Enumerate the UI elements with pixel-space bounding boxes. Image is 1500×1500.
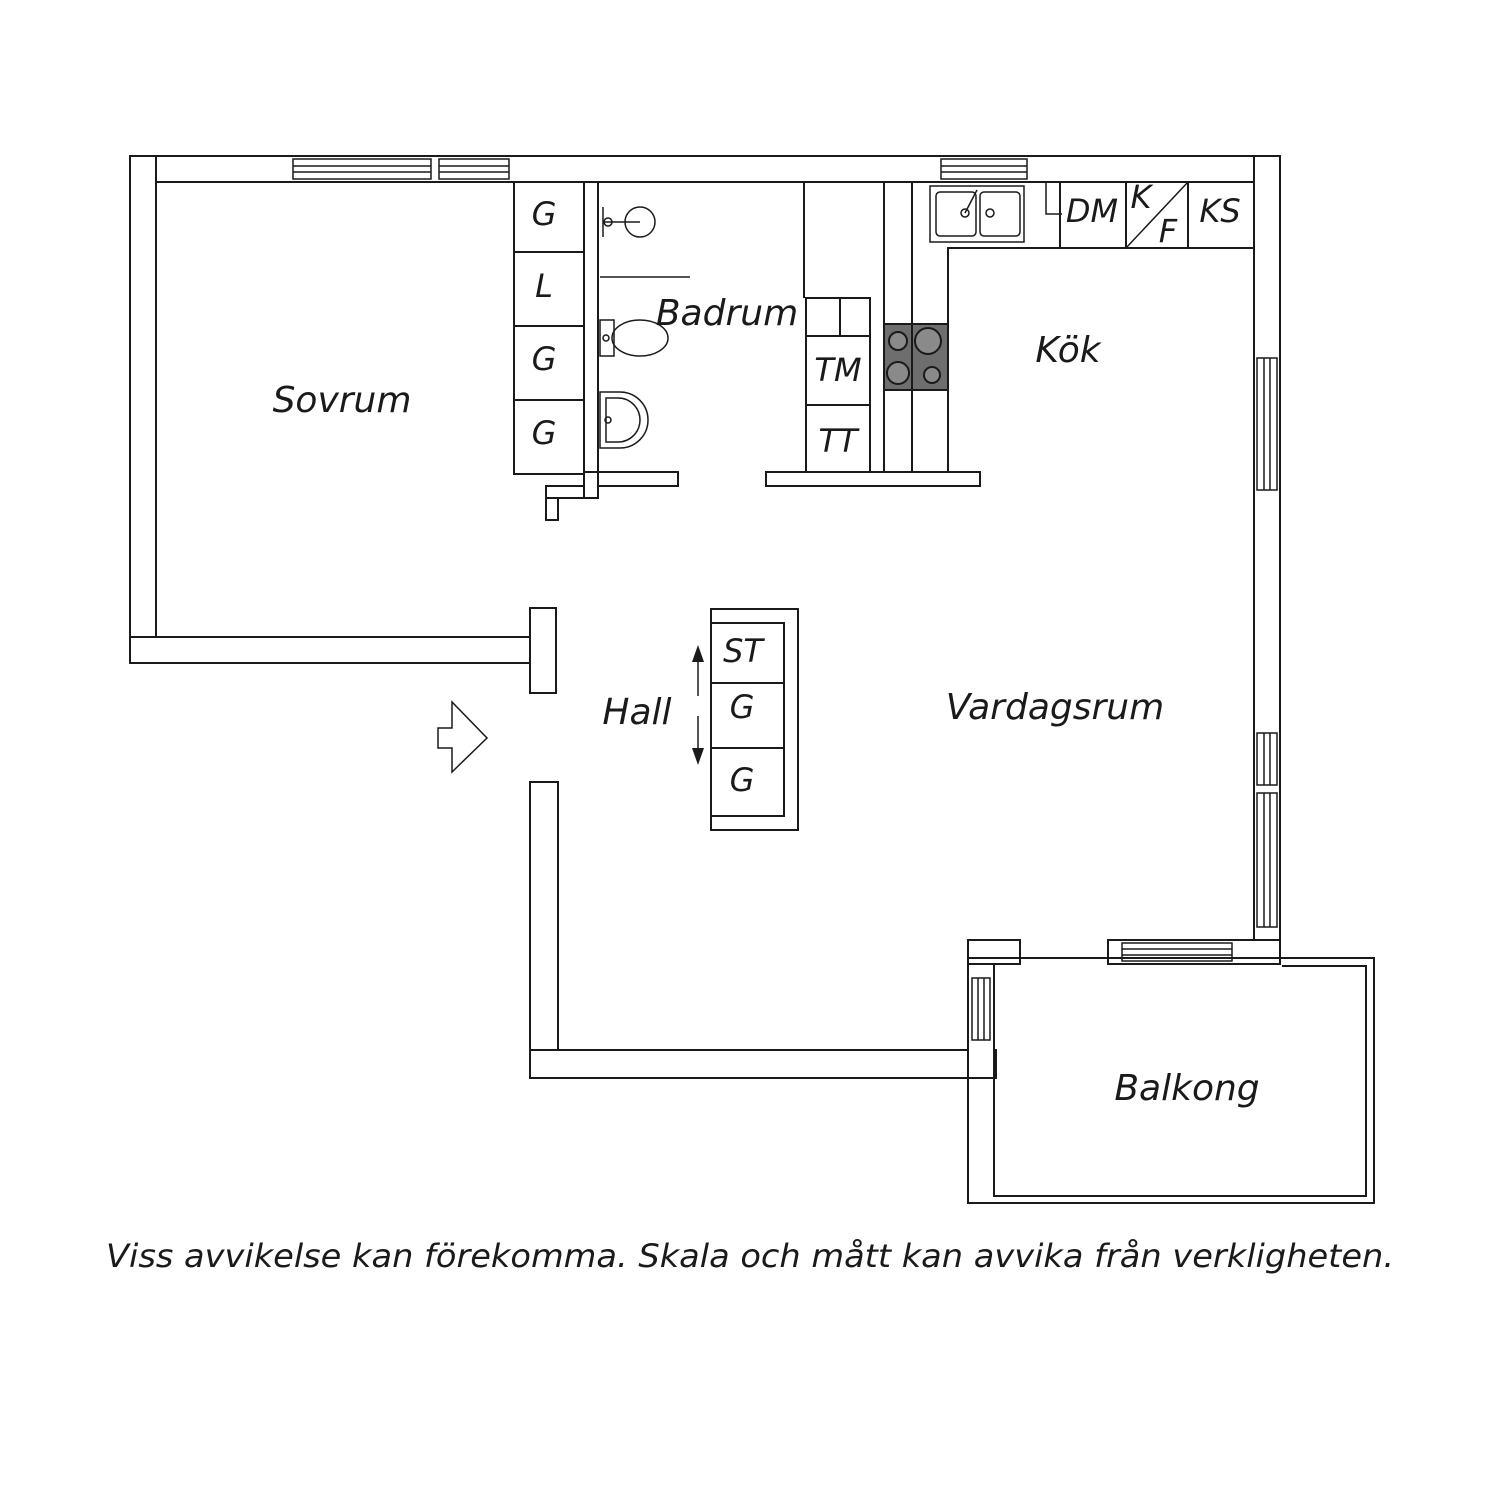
- fixture-label-ks: KS: [1199, 192, 1240, 230]
- closet-label-g: G: [532, 195, 557, 233]
- room-label-hall: Hall: [602, 692, 671, 733]
- fixture-label-dm: DM: [1066, 192, 1118, 230]
- windows: [292, 158, 1278, 1041]
- double-arrow-icon: [692, 645, 704, 765]
- room-label-vardagsrum: Vardagsrum: [946, 687, 1164, 728]
- fixture-label-f: F: [1159, 212, 1178, 250]
- room-label-balkong: Balkong: [1114, 1068, 1259, 1109]
- storage-label-g: G: [730, 688, 755, 726]
- shower-tap-icon: [602, 206, 656, 238]
- stove-icon: [883, 323, 949, 391]
- bathroom-block: [513, 181, 981, 521]
- disclaimer-text: Viss avvikelse kan förekomma. Skala och …: [106, 1237, 1394, 1275]
- balcony-block: [967, 957, 1375, 1204]
- room-label-kok: Kök: [1035, 330, 1102, 371]
- storage-label-st: ST: [723, 632, 765, 670]
- toilet-icon: [599, 319, 669, 357]
- room-label-sovrum: Sovrum: [273, 380, 412, 421]
- hall-storage: [710, 608, 799, 831]
- closet-label-g: G: [532, 340, 557, 378]
- storage-label-g: G: [730, 761, 755, 799]
- closet-label-g: G: [532, 414, 557, 452]
- fixture-label-tm: TM: [814, 351, 861, 389]
- entrance-arrow-icon: [437, 700, 489, 774]
- room-label-badrum: Badrum: [656, 293, 798, 334]
- fixture-label-k: K: [1131, 178, 1155, 216]
- sink-icon: [599, 391, 649, 449]
- fixture-label-tt: TT: [818, 422, 860, 460]
- kitchen-block: [883, 181, 1254, 472]
- kitchen-sink-icon: [929, 185, 1025, 243]
- closet-label-l: L: [535, 267, 553, 305]
